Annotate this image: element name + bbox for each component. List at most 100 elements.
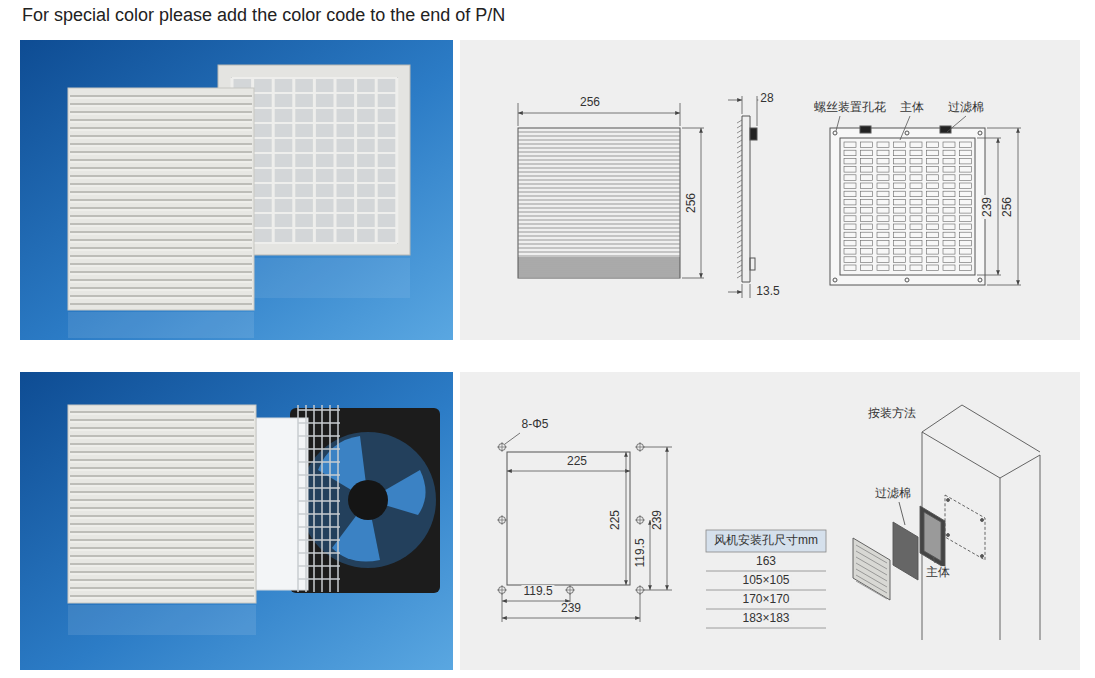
louver-slat <box>70 103 252 105</box>
grid-cell <box>877 232 889 238</box>
louver-slat <box>70 467 254 469</box>
grid-cell <box>910 265 922 271</box>
installation-sketch <box>962 405 1040 452</box>
louver-slat <box>70 114 252 115</box>
side-view-drawing <box>750 258 755 270</box>
louver-slat <box>70 274 252 275</box>
guard-bar <box>298 513 340 515</box>
louver-slat <box>70 411 254 413</box>
louver-slat <box>70 290 252 291</box>
grid-cell <box>861 240 873 246</box>
grid-cell <box>844 167 856 173</box>
slat-edge <box>737 215 742 218</box>
drawing-panel <box>460 40 1080 340</box>
guard-bar <box>298 448 340 450</box>
cutout-drawing <box>667 447 668 590</box>
slat-line <box>518 208 680 209</box>
grid-bar <box>292 78 295 243</box>
grid-cell <box>844 257 856 263</box>
grid-bar <box>232 182 397 184</box>
grid-bar <box>232 122 397 124</box>
slat-line <box>518 156 680 157</box>
installation-sketch <box>899 502 905 525</box>
grid-cell <box>877 249 889 255</box>
grid-cell <box>861 183 873 189</box>
louver-slat <box>70 435 254 437</box>
size-table <box>706 530 826 552</box>
grid-cell <box>894 199 906 205</box>
louver-slat <box>70 526 254 527</box>
slat-edge <box>737 160 742 163</box>
grid-cell <box>844 142 856 148</box>
grid-cell <box>877 240 889 246</box>
grid-cell <box>861 199 873 205</box>
grid-cell <box>960 257 972 263</box>
louver-slat <box>70 250 252 251</box>
slat-line <box>518 276 680 277</box>
grid-cell <box>910 167 922 173</box>
grid-cell <box>943 199 955 205</box>
part-name: 主体 <box>898 101 926 115</box>
grid-cell <box>910 191 922 197</box>
table-cell: 170×170 <box>740 593 791 607</box>
side-view-drawing <box>728 292 742 293</box>
louver-slat <box>70 151 252 153</box>
slat-edge <box>737 195 742 198</box>
dimension: 256 <box>578 96 602 110</box>
side-view-drawing <box>728 100 742 101</box>
slat-line <box>518 204 680 205</box>
hole-mark <box>570 585 571 595</box>
back-view-drawing <box>978 131 982 135</box>
grid-cell <box>910 199 922 205</box>
slat-edge <box>737 135 742 138</box>
grid-cell <box>960 249 972 255</box>
hole-mark <box>640 515 641 525</box>
back-view-drawing <box>977 138 1001 139</box>
grid-cell <box>844 224 856 230</box>
filter-mat-photo <box>256 418 308 590</box>
installation-sketch <box>856 545 887 599</box>
installation-sketch <box>893 522 918 580</box>
slat-edge <box>737 255 742 258</box>
cutout-drawing <box>497 442 645 595</box>
louver-slat <box>70 175 252 177</box>
grid-cell <box>861 167 873 173</box>
guard-bar <box>305 405 307 592</box>
grid-cell <box>910 142 922 148</box>
grid-cell <box>927 175 939 181</box>
slat-edge <box>737 265 742 268</box>
slat-edge <box>737 210 742 213</box>
table-cell: 183×183 <box>740 612 791 626</box>
slat-edge <box>737 120 742 123</box>
dimension: 119.5 <box>521 585 554 599</box>
grid-cell <box>943 216 955 222</box>
louver-slat <box>70 298 252 299</box>
louver-slat <box>70 414 254 415</box>
grid-cell <box>910 150 922 156</box>
grid-cell <box>960 150 972 156</box>
slat-edge <box>737 185 742 188</box>
filter-frame-photo <box>232 78 397 243</box>
louver-grille-photo <box>70 412 254 598</box>
guard-bar <box>298 565 340 567</box>
filter-mat-photo <box>256 405 340 592</box>
grid-cell <box>927 208 939 214</box>
grid-bar <box>232 197 397 199</box>
louver-slat <box>70 255 252 257</box>
installation-sketch <box>924 512 941 561</box>
louver-slat <box>856 581 887 599</box>
grid-cell <box>877 199 889 205</box>
cutout-drawing <box>626 452 627 585</box>
back-view-drawing <box>905 131 909 135</box>
louver-grille-photo <box>68 88 254 310</box>
slat-line <box>518 184 680 185</box>
part-name: 主体 <box>924 566 952 580</box>
back-view-drawing <box>978 278 982 282</box>
grid-bar <box>375 78 378 243</box>
grid-cell <box>894 257 906 263</box>
louver-grille-photo <box>68 312 254 338</box>
louver-slat <box>70 154 252 155</box>
louver-slat <box>70 531 254 533</box>
louver-slat <box>70 135 252 137</box>
grid-cell <box>960 191 972 197</box>
